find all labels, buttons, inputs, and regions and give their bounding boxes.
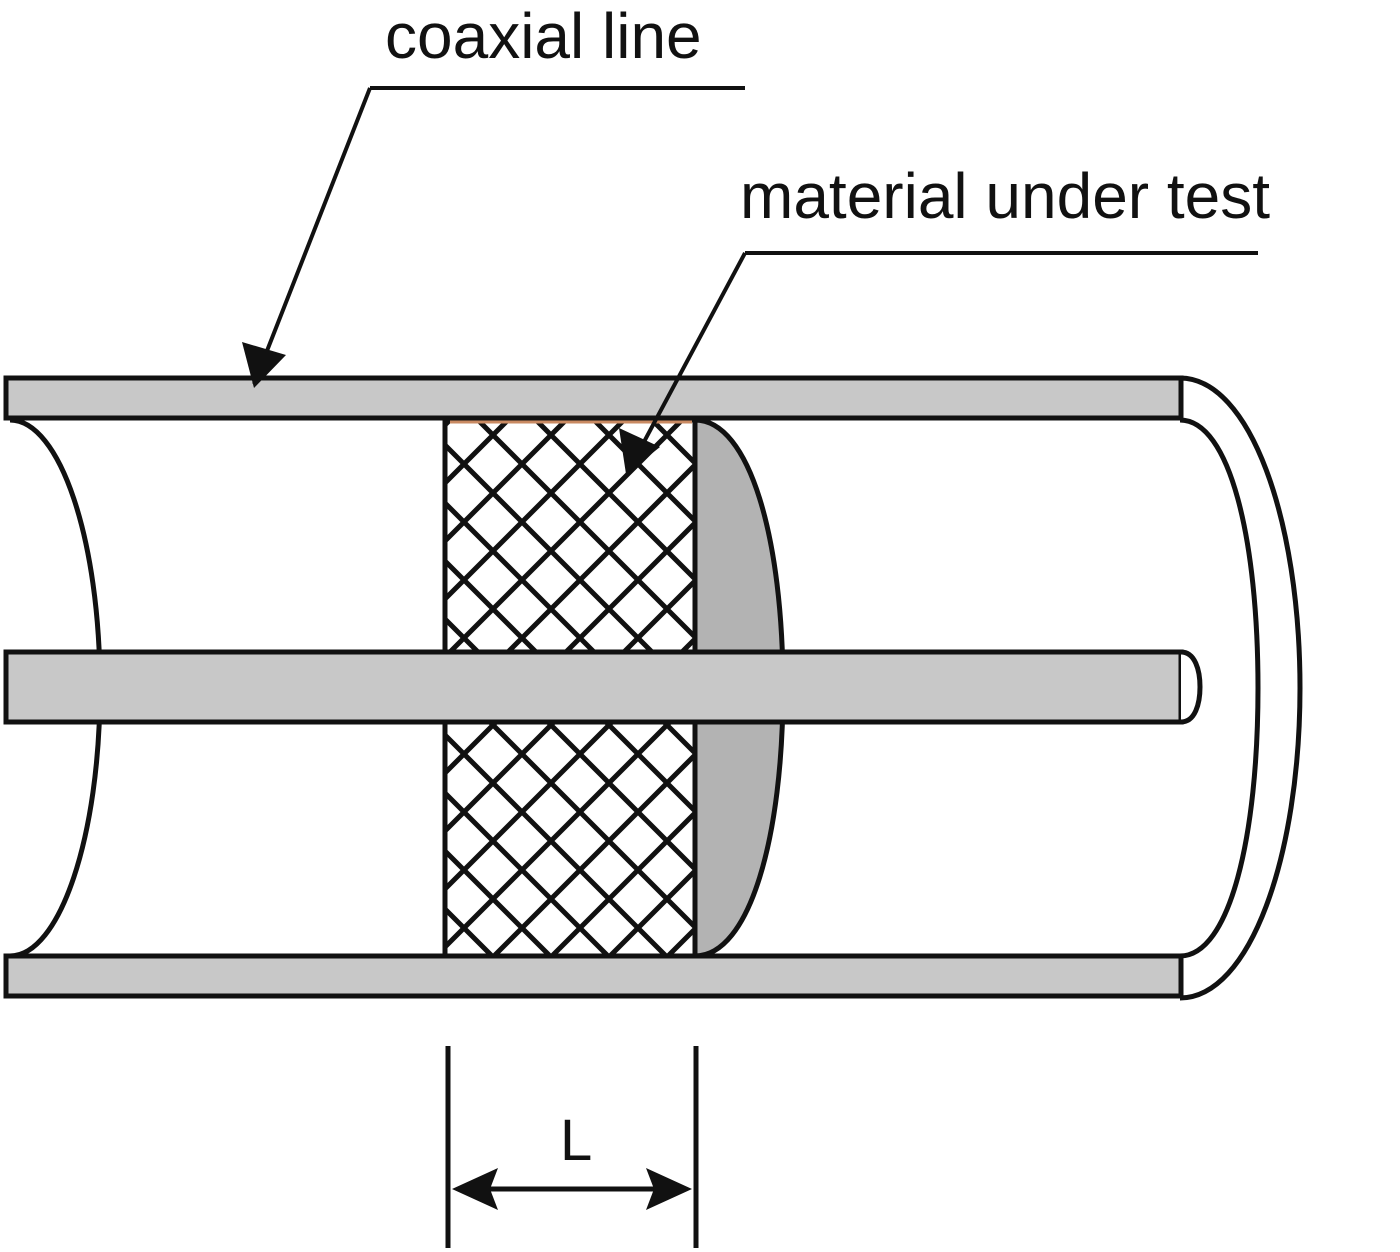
coaxial-line-arrowhead [242,342,286,388]
material-under-test-label: material under test [740,160,1270,232]
coaxial-line-label: coaxial line [385,0,702,72]
length-dimension-right-arrowhead [646,1168,692,1210]
coaxial-line-leader-arrow [252,87,372,385]
material-leader-arrow [628,252,747,469]
inner-conductor [3,649,1184,725]
length-dimension-left-arrowhead [452,1168,498,1210]
outer-conductor-top-wall [3,375,1184,421]
outer-conductor-bottom-wall [3,953,1184,999]
length-label: L [560,1108,592,1173]
inner-conductor-end-cap [1180,649,1203,725]
material-arrowhead [619,428,660,474]
outer-conductor-inner-end [1179,417,1261,959]
